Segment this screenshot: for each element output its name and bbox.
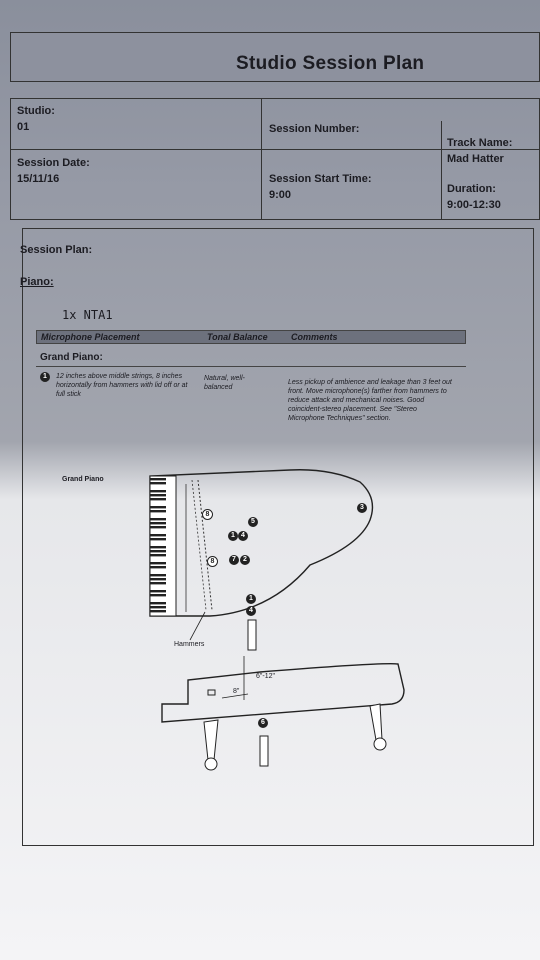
marker-1a: 1 <box>228 531 238 541</box>
session-date-field: Session Date: 15/11/16 <box>17 157 90 185</box>
track-name-value: Mad Hatter <box>447 153 504 165</box>
black-key <box>150 534 166 537</box>
black-key <box>150 590 166 593</box>
mic-bottom <box>259 735 269 767</box>
black-key <box>150 478 166 481</box>
black-key <box>150 574 166 577</box>
marker-1b: 1 <box>246 594 256 604</box>
keys <box>150 478 166 613</box>
black-key <box>150 522 166 525</box>
black-key <box>150 510 166 513</box>
studio-value: 01 <box>17 121 30 133</box>
marker-5: 5 <box>248 517 258 527</box>
black-key <box>150 518 166 521</box>
marker-8-top: 8 <box>202 509 213 520</box>
row-placement: 12 inches above middle strings, 8 inches… <box>56 373 188 398</box>
marker-4b: 4 <box>246 606 256 616</box>
black-key <box>150 606 166 609</box>
diagram-title: Grand Piano <box>62 476 104 483</box>
duration-value: 9:00-12:30 <box>447 199 501 211</box>
marker-3: 3 <box>357 503 367 513</box>
piano-label: Piano: <box>20 276 54 288</box>
row-tonal: Natural, well-balanced <box>204 375 245 391</box>
track-name-field: Track Name: Mad Hatter <box>447 137 513 165</box>
grand-piano-section-label: Grand Piano: <box>40 352 103 363</box>
session-date-value: 15/11/16 <box>17 173 60 185</box>
header-comments: Comments <box>291 332 338 342</box>
header-tonal: Tonal Balance <box>207 332 268 342</box>
black-key <box>150 538 166 541</box>
duration-field: Duration: 9:00-12:30 <box>447 183 501 211</box>
black-key <box>150 526 166 529</box>
session-plan-label: Session Plan: <box>20 244 93 256</box>
black-key <box>150 562 166 565</box>
start-time-value: 9:00 <box>269 189 292 201</box>
session-plan-box <box>22 228 534 846</box>
session-number-field: Session Number: <box>269 123 360 135</box>
dim-vertical-label: 6"-12" <box>256 673 275 680</box>
hammers-label: Hammers <box>174 641 205 648</box>
marker-4a: 4 <box>238 531 248 541</box>
black-key <box>150 498 166 501</box>
black-key <box>150 490 166 493</box>
row-comments: Less pickup of ambience and leakage than… <box>288 379 452 422</box>
black-key <box>150 550 166 553</box>
handwritten-note: 1x NTA1 <box>62 308 113 322</box>
black-key <box>150 494 166 497</box>
row-number-badge: 1 <box>40 372 50 382</box>
session-info-grid: Studio: 01 Session Number: Track Name: M… <box>10 98 540 220</box>
black-key <box>150 610 166 613</box>
piano-leg-right <box>369 703 383 741</box>
black-key <box>150 566 166 569</box>
black-key <box>150 482 166 485</box>
marker-6: 6 <box>258 718 268 728</box>
table-header-bar: Microphone Placement Tonal Balance Comme… <box>36 330 466 344</box>
dim-horizontal-label: 8" <box>233 688 240 695</box>
black-key <box>150 578 166 581</box>
black-key <box>150 594 166 597</box>
black-key <box>150 582 166 585</box>
header-placement: Microphone Placement <box>41 332 140 342</box>
black-key <box>150 506 166 509</box>
piano-leg-left <box>203 719 219 761</box>
marker-2: 2 <box>240 555 250 565</box>
title-box: Studio Session Plan <box>10 32 540 82</box>
marker-7: 7 <box>229 555 239 565</box>
piano-top-outline <box>149 469 374 617</box>
page-title: Studio Session Plan <box>236 53 425 74</box>
piano-side-outline <box>161 662 405 723</box>
black-key <box>150 602 166 605</box>
black-key <box>150 546 166 549</box>
black-key <box>150 554 166 557</box>
mic-top <box>247 619 257 651</box>
start-time-field: Session Start Time: 9:00 <box>269 173 372 201</box>
marker-8-bottom: 8 <box>207 556 218 567</box>
studio-field: Studio: 01 <box>17 105 55 133</box>
